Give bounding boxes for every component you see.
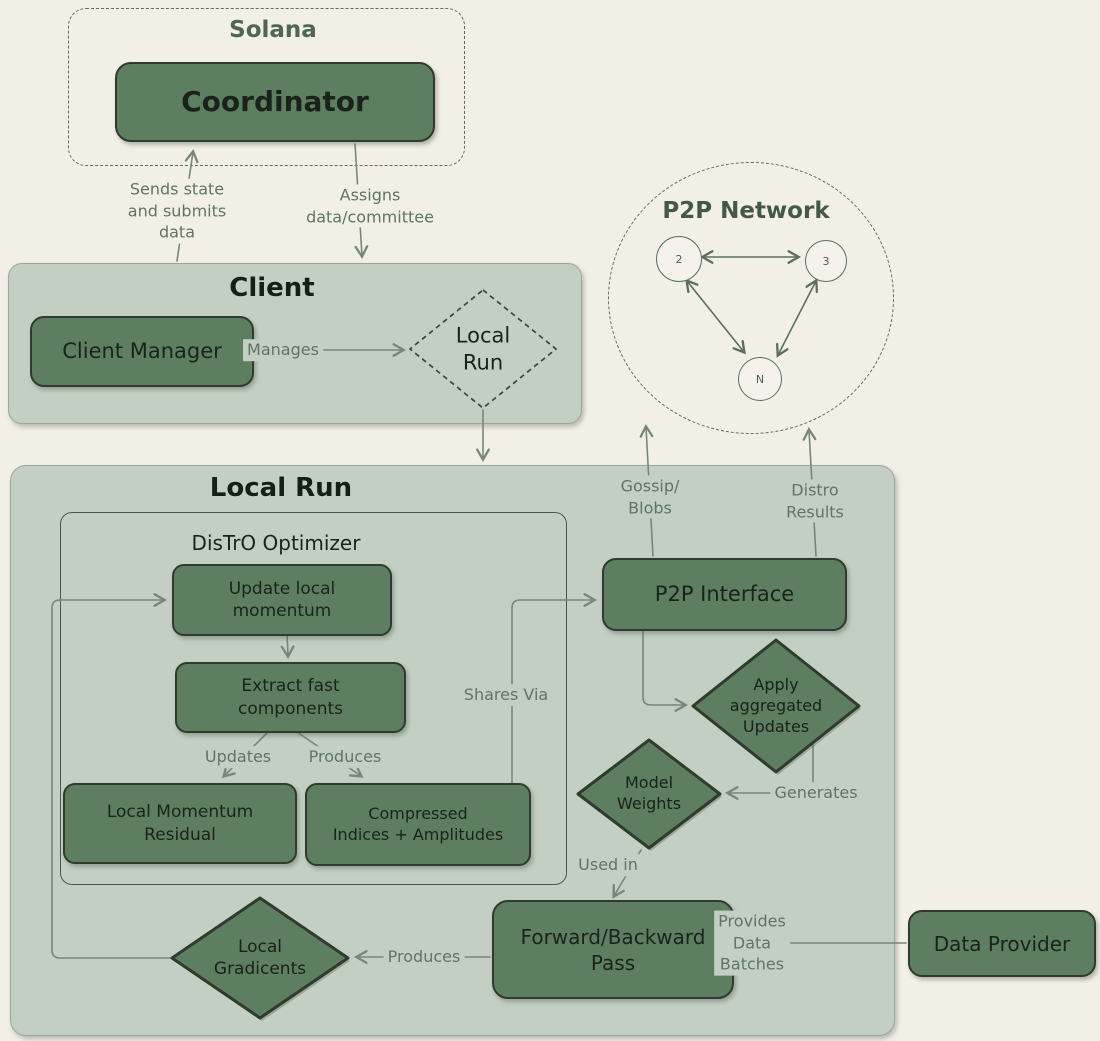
produces-components-label: Produces (304, 746, 386, 768)
p2p-node-3-label: 3 (822, 254, 830, 268)
sends-state-label: Sends state and submits data (123, 178, 231, 244)
updates-label: Updates (200, 746, 276, 768)
p2p-node-n-label: N (755, 372, 765, 386)
momentum-residual-node: Local Momentum Residual (63, 783, 297, 864)
data-provider-node: Data Provider (908, 910, 1096, 977)
local-run-title: Local Run (209, 473, 353, 504)
client-manager-label: Client Manager (62, 338, 222, 363)
p2p-interface-label: P2P Interface (654, 581, 795, 606)
forward-backward-label: Forward/Backward Pass (520, 924, 706, 975)
coordinator-label: Coordinator (181, 84, 369, 118)
local-run-diamond-label: Local Run (455, 323, 511, 375)
p2p-network-circle (608, 162, 894, 434)
solana-title: Solana (229, 17, 317, 44)
compressed-indices-label: Compressed Indices + Amplitudes (332, 803, 504, 844)
p2p-interface-node: P2P Interface (602, 558, 847, 631)
p2p-node-2-label: 2 (675, 252, 683, 266)
provides-data-label: Provides Data Batches (714, 910, 790, 976)
extract-fast-label: Extract fast components (237, 676, 344, 719)
coordinator-node: Coordinator (115, 62, 435, 142)
p2p-node-n: N (738, 357, 782, 401)
p2p-node-2: 2 (656, 236, 702, 282)
manages-label: Manages (243, 339, 323, 361)
assigns-label: Assigns data/committee (302, 184, 438, 228)
client-title: Client (229, 273, 315, 304)
gossip-blobs-label: Gossip/ Blobs (616, 475, 684, 519)
p2p-node-3: 3 (805, 240, 847, 282)
data-provider-label: Data Provider (933, 931, 1071, 956)
distro-optimizer-title: DisTrO Optimizer (191, 531, 361, 555)
update-momentum-node: Update local momentum (172, 564, 392, 636)
used-in-label: Used in (574, 854, 642, 876)
distro-results-label: Distro Results (782, 479, 848, 523)
extract-fast-node: Extract fast components (175, 662, 406, 733)
model-weights-label: Model Weights (616, 773, 682, 813)
compressed-indices-node: Compressed Indices + Amplitudes (305, 783, 531, 866)
momentum-residual-label: Local Momentum Residual (106, 802, 254, 845)
solana-container (68, 8, 465, 166)
produces-gradients-label: Produces (383, 946, 465, 968)
generates-label: Generates (770, 782, 862, 804)
update-momentum-label: Update local momentum (228, 578, 336, 621)
shares-via-label: Shares Via (459, 684, 553, 706)
apply-updates-label: Apply aggregated Updates (729, 674, 823, 736)
local-gradients-label: Local Gradicents (213, 936, 307, 979)
forward-backward-node: Forward/Backward Pass (492, 900, 734, 999)
client-manager-node: Client Manager (30, 316, 254, 387)
p2p-network-title: P2P Network (662, 198, 830, 225)
